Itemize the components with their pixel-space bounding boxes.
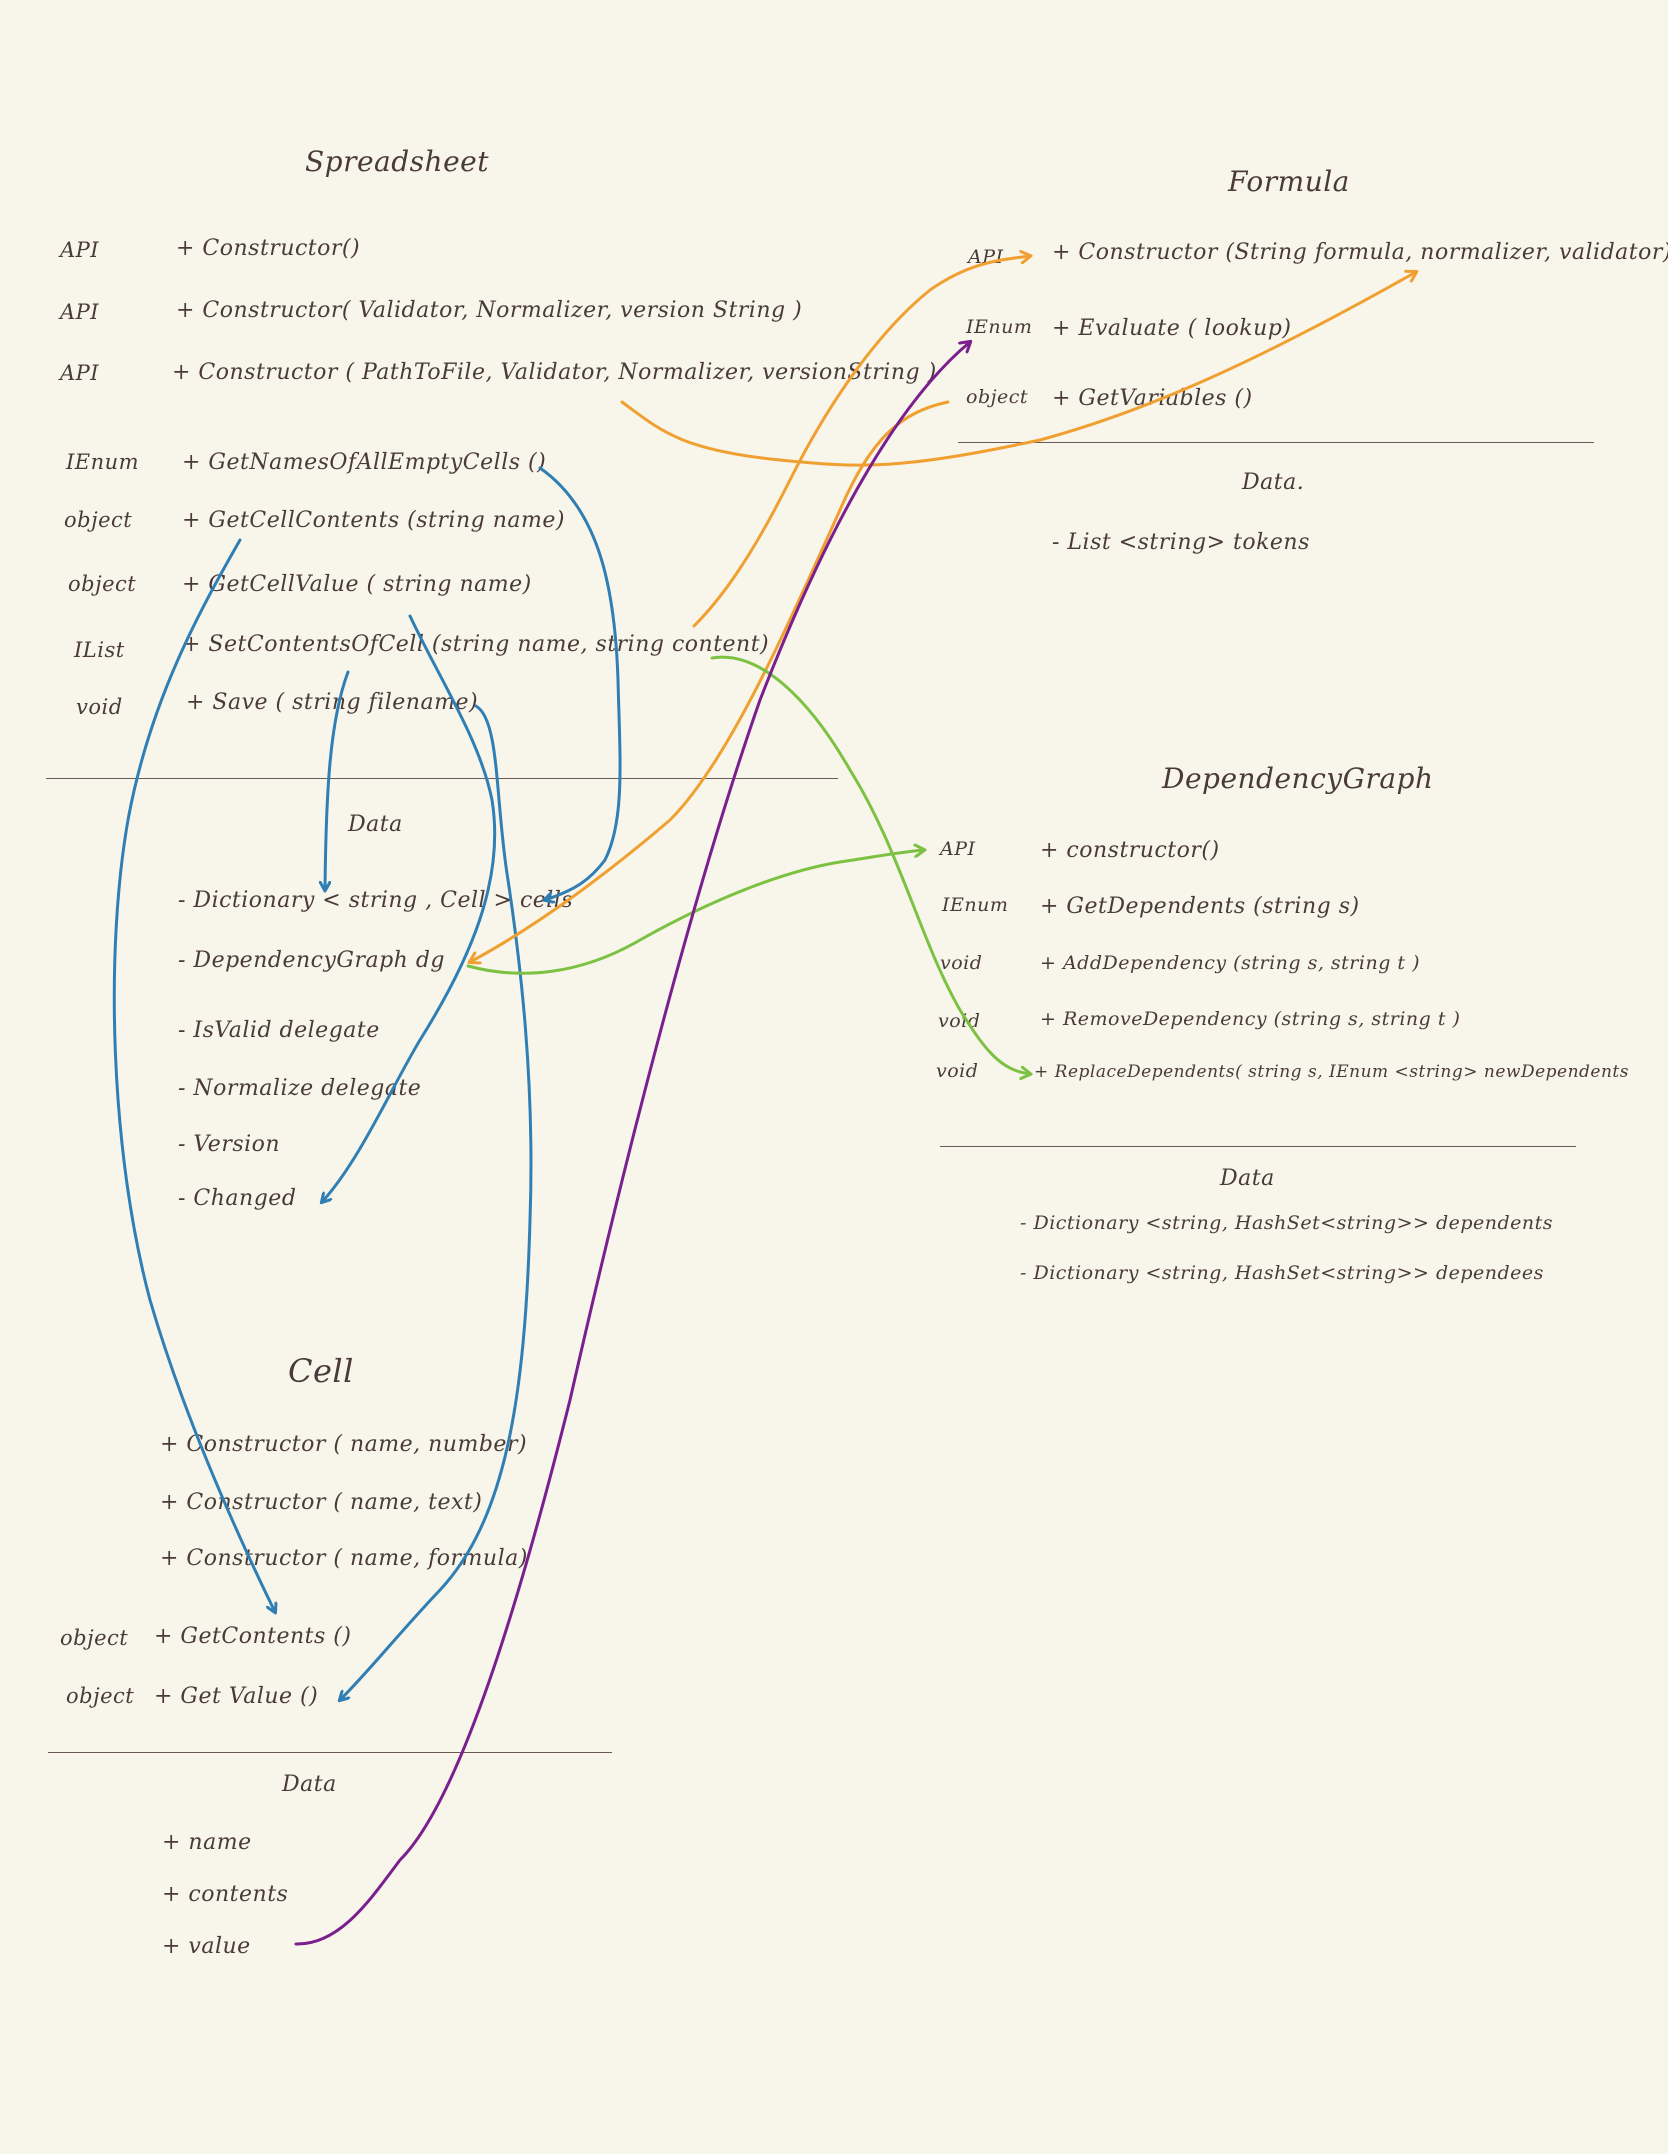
arrow-getcellcontents-to-getcontents [112, 538, 275, 1612]
spreadsheet-data-field: - DependencyGraph dg [178, 948, 445, 973]
formula-row-type: IEnum [966, 316, 1033, 338]
spreadsheet-row-type: IEnum [66, 450, 140, 474]
spreadsheet-data-field: - IsValid delegate [178, 1018, 380, 1043]
spreadsheet-divider [46, 778, 838, 779]
arrow-save-to-getvalue [340, 704, 533, 1700]
arrow-dg-to-depgraph-ctor [466, 850, 924, 975]
dependency-graph-row-type: void [936, 1060, 979, 1082]
spreadsheet-row-signature: + GetCellContents (string name) [182, 508, 565, 533]
spreadsheet-row-signature: + Constructor ( PathToFile, Validator, N… [172, 360, 937, 385]
spreadsheet-title: Spreadsheet [305, 145, 489, 178]
formula-data-title: Data. [1242, 470, 1305, 495]
arrow-spreadsheet-ctor-to-formula-ctor [620, 272, 1416, 467]
spreadsheet-data-field: - Changed [178, 1186, 297, 1211]
arrow-setcontents-to-cells [325, 670, 350, 890]
spreadsheet-row-signature: + GetNamesOfAllEmptyCells () [182, 450, 547, 475]
formula-row-signature: + Evaluate ( lookup) [1052, 316, 1292, 341]
cell-row-type: object [60, 1626, 129, 1650]
arrow-setcontents-to-replacedependents [710, 655, 1030, 1074]
formula-row-type: object [966, 386, 1029, 408]
formula-title: Formula [1228, 165, 1350, 198]
dependency-graph-divider [940, 1146, 1576, 1147]
dependency-graph-row-signature: + GetDependents (string s) [1040, 894, 1360, 919]
cell-row-signature: + Get Value () [154, 1684, 319, 1709]
formula-divider [958, 442, 1594, 443]
spreadsheet-row-type: API [60, 300, 100, 324]
dependency-graph-row-type: IEnum [942, 894, 1009, 916]
cell-title: Cell [288, 1352, 354, 1390]
spreadsheet-row-type: object [64, 508, 133, 532]
arrow-getvariables-to-dg [470, 400, 950, 962]
formula-row-signature: + GetVariables () [1052, 386, 1253, 411]
cell-constructor: + Constructor ( name, text) [160, 1490, 483, 1515]
spreadsheet-row-type: void [76, 695, 123, 719]
dependency-graph-row-signature: + constructor() [1040, 838, 1220, 863]
cell-constructor: + Constructor ( name, formula) [160, 1546, 528, 1571]
dependency-graph-data-field: - Dictionary <string, HashSet<string>> d… [1020, 1262, 1544, 1284]
spreadsheet-row-signature: + SetContentsOfCell (string name, string… [182, 632, 770, 657]
spreadsheet-row-type: IList [74, 638, 125, 662]
spreadsheet-row-signature: + GetCellValue ( string name) [182, 572, 532, 597]
cell-row-type: object [66, 1684, 135, 1708]
cell-constructor: + Constructor ( name, number) [160, 1432, 528, 1457]
spreadsheet-row-type: API [60, 238, 100, 262]
spreadsheet-row-type: object [68, 572, 137, 596]
spreadsheet-row-type: API [60, 361, 100, 385]
dependency-graph-row-signature: + RemoveDependency (string s, string t ) [1040, 1008, 1461, 1030]
dependency-graph-row-type: void [940, 952, 983, 974]
cell-data-field: + value [162, 1934, 251, 1959]
spreadsheet-row-signature: + Save ( string filename) [186, 690, 479, 715]
spreadsheet-data-field: - Dictionary < string , Cell > cells [178, 888, 574, 913]
formula-row-signature: + Constructor (String formula, normalize… [1052, 240, 1668, 265]
spreadsheet-data-field: - Version [178, 1132, 281, 1157]
spreadsheet-row-signature: + Constructor() [176, 236, 361, 261]
spreadsheet-data-field: - Normalize delegate [178, 1076, 422, 1101]
arrow-empty-cells-to-cells [538, 466, 622, 900]
dependency-graph-data-title: Data [1220, 1166, 1275, 1191]
arrow-setcontents-to-formula-api [692, 256, 1030, 628]
dependency-graph-row-signature: + AddDependency (string s, string t ) [1040, 952, 1420, 974]
cell-divider [48, 1752, 612, 1753]
spreadsheet-row-signature: + Constructor( Validator, Normalizer, ve… [176, 298, 803, 323]
arrow-cell-value-to-evaluate [294, 342, 970, 1946]
cell-data-title: Data [282, 1772, 337, 1797]
dependency-graph-row-signature: + ReplaceDependents( string s, IEnum <st… [1034, 1062, 1629, 1082]
dependency-graph-title: DependencyGraph [1162, 762, 1434, 795]
arrow-getcellvalue-to-changed [322, 614, 497, 1202]
cell-data-field: + name [162, 1830, 252, 1855]
spreadsheet-data-title: Data [348, 812, 403, 837]
formula-data-field: - List <string> tokens [1052, 530, 1310, 555]
cell-row-signature: + GetContents () [154, 1624, 352, 1649]
cell-data-field: + contents [162, 1882, 289, 1907]
dependency-graph-data-field: - Dictionary <string, HashSet<string>> d… [1020, 1212, 1554, 1234]
dependency-graph-row-type: API [940, 838, 976, 860]
